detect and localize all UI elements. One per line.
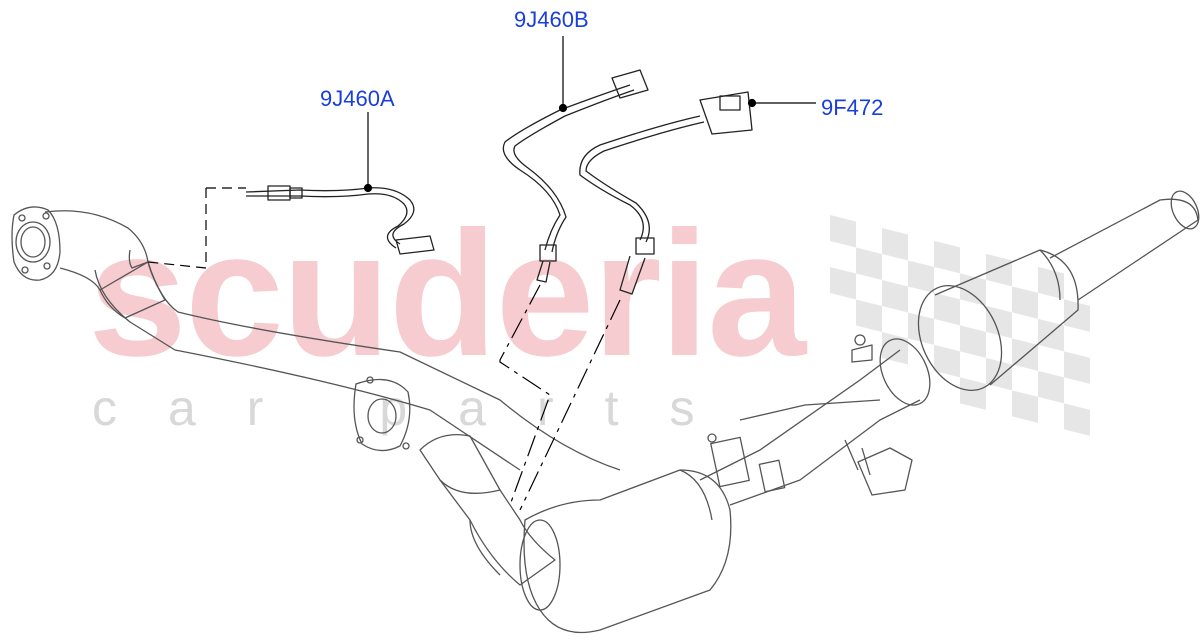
rear-muffler — [879, 190, 1200, 406]
callout-9j460b[interactable]: 9J460B — [514, 7, 589, 32]
sensor-9j460b — [502, 69, 649, 283]
callout-9j460a[interactable]: 9J460A — [320, 86, 395, 111]
clamp-bracket — [707, 334, 913, 496]
mid-flange — [353, 376, 411, 452]
sensor-9f472 — [579, 91, 753, 295]
watermark-tagline: car parts — [92, 380, 746, 436]
callout-9f472[interactable]: 9F472 — [821, 95, 884, 120]
watermark-brand: scuderia — [88, 194, 806, 393]
sensor-9j460a — [245, 185, 435, 255]
front-pipe — [44, 210, 149, 291]
catalytic-converter — [519, 469, 732, 634]
front-flange — [11, 206, 61, 281]
